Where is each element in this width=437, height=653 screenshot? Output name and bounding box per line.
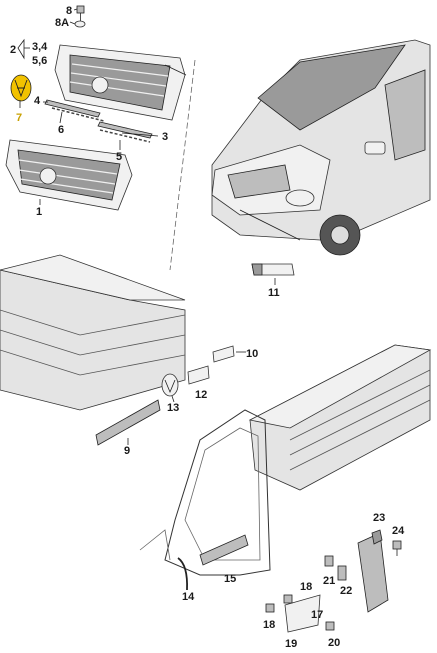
callout-8a: 8A xyxy=(55,17,69,29)
strip-9-part xyxy=(95,399,161,446)
trim-strip-4-6 xyxy=(44,99,105,122)
callout-labels: 8 8A 2 3,4 5,6 4 7 6 3 5 1 11 10 12 13 9… xyxy=(10,5,405,650)
divider-line xyxy=(169,59,196,271)
callout-23: 23 xyxy=(373,512,385,524)
callout-2: 2 xyxy=(10,44,16,56)
emblem-13-part xyxy=(161,373,179,403)
bracket-19-part xyxy=(284,594,321,633)
callout-6: 6 xyxy=(58,124,64,136)
callout-10: 10 xyxy=(246,348,258,360)
cab-frame-illustration xyxy=(139,409,271,591)
callout-14: 14 xyxy=(182,591,195,603)
callout-3: 3 xyxy=(162,131,168,143)
callout-9: 9 xyxy=(124,445,130,457)
screw-18-part xyxy=(265,594,293,613)
callout-22: 22 xyxy=(340,585,352,597)
callout-15: 15 xyxy=(224,573,236,585)
callout-13: 13 xyxy=(167,402,179,414)
callout-8: 8 xyxy=(66,5,72,17)
lower-grille-part xyxy=(5,139,133,211)
callout-3-4: 3,4 xyxy=(32,41,48,53)
callout-20: 20 xyxy=(328,637,340,649)
emblem-7-highlighted xyxy=(10,74,32,102)
upper-grille-part xyxy=(54,44,187,121)
callout-17: 17 xyxy=(311,609,323,621)
callout-5: 5 xyxy=(116,151,122,163)
callout-1: 1 xyxy=(36,206,42,218)
callout-24: 24 xyxy=(392,525,405,537)
callout-18-top: 18 xyxy=(300,581,312,593)
mudflap-23-part xyxy=(357,529,389,613)
van-illustration xyxy=(211,39,431,256)
callout-21: 21 xyxy=(323,575,335,587)
callout-12: 12 xyxy=(195,389,207,401)
grille-leader-lines xyxy=(17,8,159,205)
grille-assembly-group xyxy=(5,5,187,211)
trim-strip-3-5 xyxy=(97,121,153,143)
callout-19: 19 xyxy=(285,638,297,650)
clip-8a-part xyxy=(74,20,86,28)
clip-22-part xyxy=(337,565,347,581)
badge-12-part xyxy=(187,365,210,385)
badge-10-part xyxy=(212,345,246,363)
badge-11-part xyxy=(251,263,295,285)
callout-11: 11 xyxy=(268,287,280,299)
callout-7: 7 xyxy=(16,112,22,124)
screw-8-part xyxy=(76,5,85,22)
callout-4: 4 xyxy=(34,95,41,107)
pickup-bed-illustration xyxy=(248,344,432,491)
screw-20-part xyxy=(325,621,335,631)
nut-21-part xyxy=(324,555,334,567)
bolt-24-part xyxy=(392,540,402,556)
platform-bed-illustration xyxy=(0,254,186,411)
callout-18-bottom: 18 xyxy=(263,619,275,631)
callout-5-6: 5,6 xyxy=(32,55,47,67)
